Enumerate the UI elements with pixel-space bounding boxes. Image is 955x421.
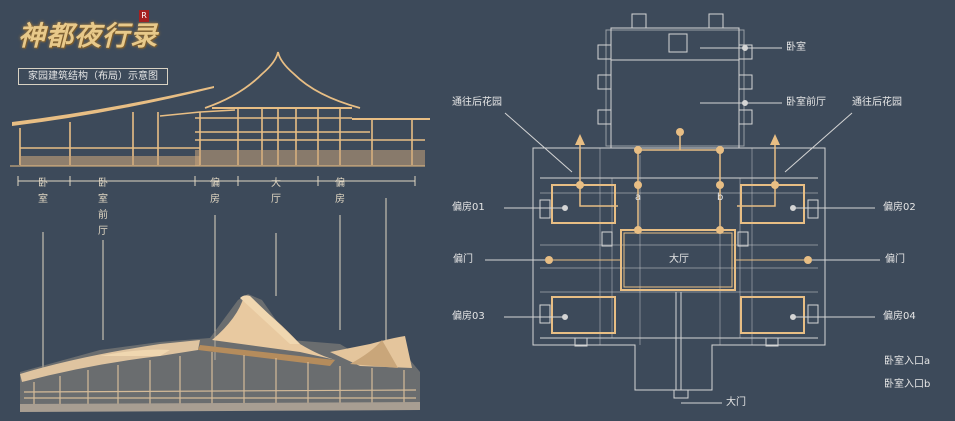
elevation-label-main-hall: 大厅 xyxy=(271,178,281,205)
elevation-label-bedroom: 卧室 xyxy=(38,178,48,205)
side-room-01 xyxy=(551,184,616,224)
plan-label-bedroom: 卧室 xyxy=(786,42,806,53)
plan-rooms xyxy=(549,132,808,334)
elevation-label-bedroom-front-hall: 卧室前厅 xyxy=(98,178,108,237)
side-room-02 xyxy=(740,184,805,224)
plan-label-to-garden-left: 通往后花园 xyxy=(452,97,502,108)
elevation-label-side-room-left: 偏房 xyxy=(210,178,220,205)
plan-label-side-room-04: 偏房04 xyxy=(883,311,916,322)
building-elevation xyxy=(10,51,430,167)
plan-label-side-room-01: 偏房01 xyxy=(452,202,485,213)
plan-label-bedroom-front-hall: 卧室前厅 xyxy=(786,97,826,108)
legend-entrance-a: 卧室入口a xyxy=(884,356,931,367)
elevation-label-side-room-right: 偏房 xyxy=(335,178,345,205)
elevation-ruler xyxy=(17,176,416,368)
plan-arrows xyxy=(575,134,780,145)
game-logo: 神都夜行录 xyxy=(18,21,158,52)
building-3d-render xyxy=(20,294,420,412)
plan-leaders xyxy=(485,45,880,404)
plan-label-main-hall: 大厅 xyxy=(669,254,689,265)
plan-label-side-room-02: 偏房02 xyxy=(883,202,916,213)
plan-label-entrance-b: b xyxy=(717,192,724,203)
plan-label-side-gate-left: 偏门 xyxy=(453,254,473,265)
plan-nodes xyxy=(545,128,812,264)
logo-badge: R xyxy=(139,10,149,22)
plan-label-main-gate: 大门 xyxy=(726,397,746,408)
plan-label-side-room-03: 偏房03 xyxy=(452,311,485,322)
legend-entrance-b: 卧室入口b xyxy=(884,379,931,390)
plan-label-side-gate-right: 偏门 xyxy=(885,254,905,265)
plan-label-entrance-a: a xyxy=(635,192,642,203)
plan-label-to-garden-right: 通往后花园 xyxy=(852,97,902,108)
side-room-03 xyxy=(551,296,616,334)
floor-plan xyxy=(532,13,826,399)
side-room-04 xyxy=(740,296,805,334)
diagram-subtitle: 家园建筑结构（布局）示意图 xyxy=(18,68,168,85)
